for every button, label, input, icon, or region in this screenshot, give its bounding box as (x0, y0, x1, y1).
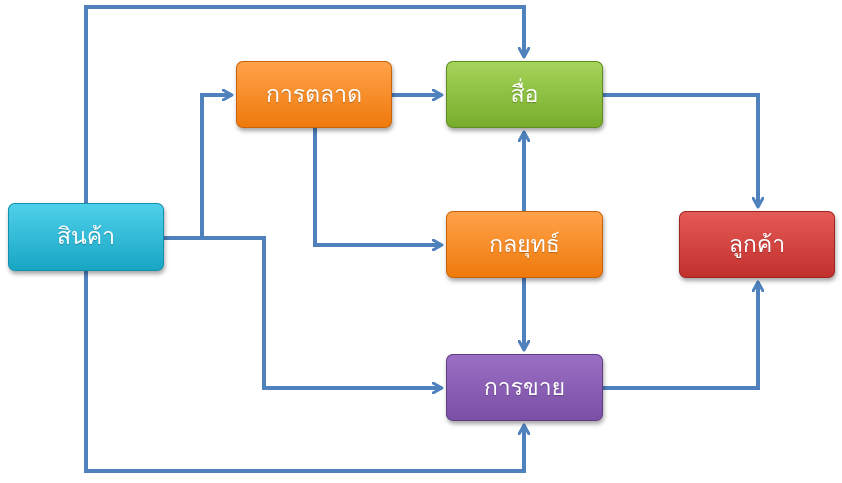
node-customer[interactable]: ลูกค้า (679, 211, 835, 278)
node-product-label: สินค้า (56, 224, 116, 250)
node-strategy-label: กลยุทธ์ (489, 231, 560, 258)
node-marketing-label: การตลาด (265, 81, 363, 108)
node-customer-label: ลูกค้า (728, 231, 786, 258)
connector-product-to-marketing (164, 95, 232, 240)
connector-product-to-sales-bottom (84, 271, 524, 473)
node-product[interactable]: สินค้า (8, 203, 164, 271)
node-media-label: สื่อ (510, 81, 539, 108)
connector-product-to-sales (164, 236, 442, 388)
connector-media-to-customer (603, 93, 758, 207)
connector-product-to-media-top (84, 5, 524, 203)
node-strategy[interactable]: กลยุทธ์ (446, 211, 603, 278)
node-media[interactable]: สื่อ (446, 61, 603, 128)
node-sales[interactable]: การขาย (446, 354, 603, 421)
node-marketing[interactable]: การตลาด (236, 61, 392, 128)
connector-marketing-to-strategy (313, 128, 442, 245)
connector-sales-to-customer (603, 282, 758, 390)
node-sales-label: การขาย (483, 374, 566, 401)
